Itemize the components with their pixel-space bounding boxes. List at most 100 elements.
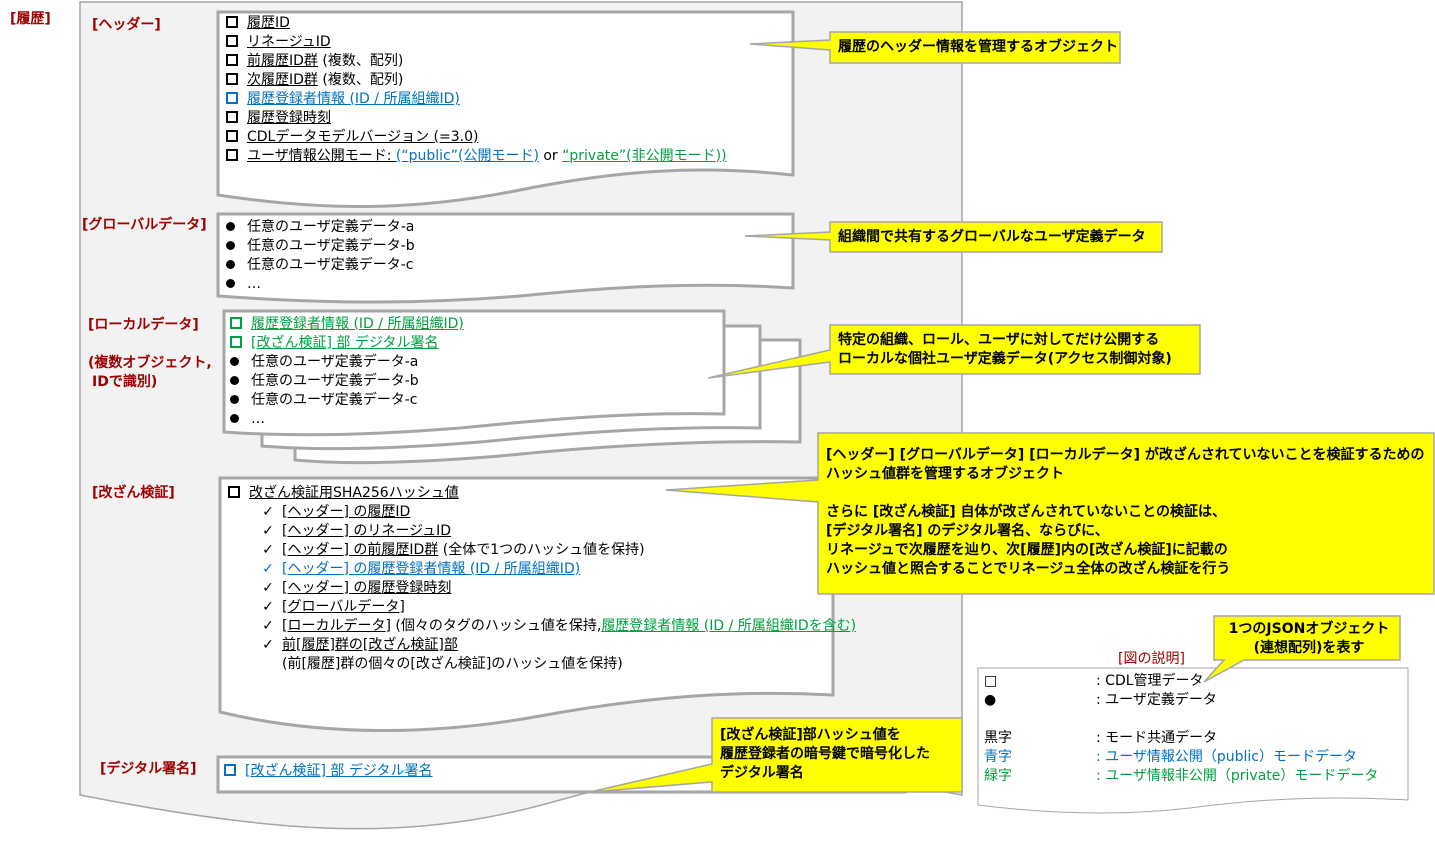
user-data-dot-icon xyxy=(226,259,235,269)
cdl-square-icon xyxy=(226,130,238,142)
legend-key: □ xyxy=(984,673,998,689)
history-label: [履歴] xyxy=(10,11,51,27)
verify-list: 改ざん検証用SHA256ハッシュ値 ✓ [ヘッダー] の履歴ID ✓ [ヘッダー] … xyxy=(228,484,856,684)
signature-callout-line: デジタル署名 xyxy=(720,765,804,781)
local-item: 任意のユーザ定義データ-b xyxy=(251,373,419,389)
cdl-square-icon xyxy=(226,92,238,104)
header-item-public: (“public”(公開モード) xyxy=(395,148,539,164)
header-item: 前履歴ID群 xyxy=(247,53,318,69)
signature-list: [改ざん検証] 部 デジタル署名 xyxy=(224,762,704,784)
legend-title: [図の説明] xyxy=(1118,651,1185,667)
legend-desc: : ユーザ定義データ xyxy=(1096,692,1217,708)
cdl-square-icon xyxy=(224,764,236,776)
header-item: 履歴登録時刻 xyxy=(247,110,331,126)
global-item: … xyxy=(247,276,261,292)
verify-item: [ヘッダー] の履歴登録時刻 xyxy=(282,580,452,596)
user-data-dot-icon xyxy=(226,240,235,250)
user-data-dot-icon xyxy=(230,413,239,423)
cdl-square-icon xyxy=(226,16,238,28)
global-item: 任意のユーザ定義データ-a xyxy=(247,219,415,235)
verify-callout: [ヘッダー] [グローバルデータ] [ローカルデータ] が改ざんされていないこと… xyxy=(826,446,1424,579)
local-item: [改ざん検証] 部 デジタル署名 xyxy=(251,335,439,351)
verify-item: [グローバルデータ] xyxy=(282,599,405,615)
check-icon: ✓ xyxy=(262,599,274,615)
verify-item: [ヘッダー] の履歴ID xyxy=(282,504,411,520)
check-icon: ✓ xyxy=(262,523,274,539)
signature-callout-line: [改ざん検証]部ハッシュ値を xyxy=(720,727,901,743)
verify-callout-line: さらに [改ざん検証] 自体が改ざんされていないことの検証は、 xyxy=(826,504,1226,520)
verify-item: [ヘッダー] の前履歴ID群 xyxy=(282,542,439,558)
json-callout-line: (連想配列)を表す xyxy=(1253,640,1365,656)
header-box-shape xyxy=(216,10,795,208)
json-callout: 1つのJSONオブジェクト (連想配列)を表す xyxy=(1224,620,1394,658)
global-item: 任意のユーザ定義データ-c xyxy=(247,257,414,273)
signature-callout: [改ざん検証]部ハッシュ値を 履歴登録者の暗号鍵で暗号化した デジタル署名 xyxy=(720,726,930,783)
verify-item: [ヘッダー] のリネージュID xyxy=(282,523,452,539)
local-callout-shape xyxy=(707,324,1201,379)
local-callout-line: 特定の組織、ロール、ユーザに対してだけ公開する xyxy=(838,332,1160,348)
check-icon: ✓ xyxy=(262,504,274,520)
legend-key: 緑字 xyxy=(984,768,1012,784)
header-item-or: or xyxy=(538,148,563,164)
check-icon: ✓ xyxy=(262,618,274,634)
verify-box-shape xyxy=(218,476,835,733)
verify-item: [ローカルデータ] xyxy=(282,618,391,634)
global-list: 任意のユーザ定義データ-a 任意のユーザ定義データ-b 任意のユーザ定義データ-… xyxy=(226,218,786,298)
cdl-square-icon xyxy=(226,73,238,85)
local-item: 任意のユーザ定義データ-a xyxy=(251,354,419,370)
legend-key: 黒字 xyxy=(984,730,1012,746)
local-section-label-2: (複数オブジェクト, xyxy=(88,355,212,371)
verify-title: 改ざん検証用SHA256ハッシュ値 xyxy=(249,485,459,501)
cdl-square-icon xyxy=(226,54,238,66)
local-section-label-3: IDで識別) xyxy=(92,374,158,390)
cdl-square-icon xyxy=(226,35,238,47)
local-callout-line: ローカルな個社ユーザ定義データ(アクセス制御対象) xyxy=(838,351,1172,367)
check-icon: ✓ xyxy=(262,542,274,558)
header-callout-text: 履歴のヘッダー情報を管理するオブジェクト xyxy=(838,39,1118,55)
verify-section-label: [改ざん検証] xyxy=(92,485,175,501)
local-callout: 特定の組織、ロール、ユーザに対してだけ公開する ローカルな個社ユーザ定義データ(… xyxy=(838,331,1172,369)
verify-callout-line: ハッシュ値と照合することでリネージュ全体の改ざん検証を行う xyxy=(826,561,1231,577)
verify-callout-shape xyxy=(665,432,1435,595)
cdl-square-icon xyxy=(230,336,242,348)
header-callout-shape xyxy=(749,31,1121,64)
legend-box-shape xyxy=(977,667,1409,814)
user-data-dot-icon xyxy=(230,375,239,385)
signature-item: [改ざん検証] 部 デジタル署名 xyxy=(245,763,433,779)
user-data-dot-icon xyxy=(230,356,239,366)
legend-list: □: CDL管理データ ●: ユーザ定義データ 黒字: モード共通データ 青字:… xyxy=(984,672,1404,802)
verify-item: [ヘッダー] の履歴登録者情報 (ID / 所属組織ID) xyxy=(282,561,581,577)
check-icon: ✓ xyxy=(262,637,274,653)
header-item-note: (複数、配列) xyxy=(317,53,404,69)
global-callout-shape xyxy=(744,221,1163,253)
verify-callout-line: リネージュで次履歴を辿り、次[履歴]内の[改ざん検証]に記載の xyxy=(826,542,1228,558)
header-item: 履歴ID xyxy=(247,15,290,31)
verify-item: 前[履歴]群の[改ざん検証]部 xyxy=(282,637,458,653)
signature-callout-shape xyxy=(589,717,963,793)
verify-item-note: (前[履歴]群の個々の[改ざん検証]のハッシュ値を保持) xyxy=(282,656,623,672)
signature-callout-line: 履歴登録者の暗号鍵で暗号化した xyxy=(720,746,930,762)
header-item: 次履歴ID群 xyxy=(247,72,318,88)
check-icon: ✓ xyxy=(262,561,274,577)
header-list: 履歴ID リネージュID 前履歴ID群 (複数、配列) 次履歴ID群 (複数、配… xyxy=(226,14,786,184)
local-list: 履歴登録者情報 (ID / 所属組織ID) [改ざん検証] 部 デジタル署名 任… xyxy=(230,315,710,435)
local-item: … xyxy=(251,411,265,427)
legend-desc: : ユーザ情報非公開（private）モードデータ xyxy=(1096,768,1379,784)
check-icon: ✓ xyxy=(262,580,274,596)
local-section-label: [ローカルデータ] xyxy=(88,317,199,333)
global-callout-text: 組織間で共有するグローバルなユーザ定義データ xyxy=(838,229,1146,245)
verify-callout-line: [デジタル署名] のデジタル署名、ならびに、 xyxy=(826,523,1109,539)
verify-item-note: (個々のタグのハッシュ値を保持, xyxy=(390,618,602,634)
json-callout-shape xyxy=(1203,615,1401,683)
cdl-square-icon xyxy=(230,317,242,329)
cdl-square-icon xyxy=(228,486,240,498)
verify-callout-line: ハッシュ値群を管理するオブジェクト xyxy=(826,466,1064,482)
user-data-dot-icon xyxy=(226,278,235,288)
header-item-note: (複数、配列) xyxy=(317,72,404,88)
legend-key: ● xyxy=(984,692,997,708)
legend-desc: : CDL管理データ xyxy=(1096,673,1204,689)
global-section-label: [グローバルデータ] xyxy=(82,217,207,233)
header-item: ユーザ情報公開モード: xyxy=(247,148,396,164)
verify-callout-line: [ヘッダー] [グローバルデータ] [ローカルデータ] が改ざんされていないこと… xyxy=(826,447,1425,463)
